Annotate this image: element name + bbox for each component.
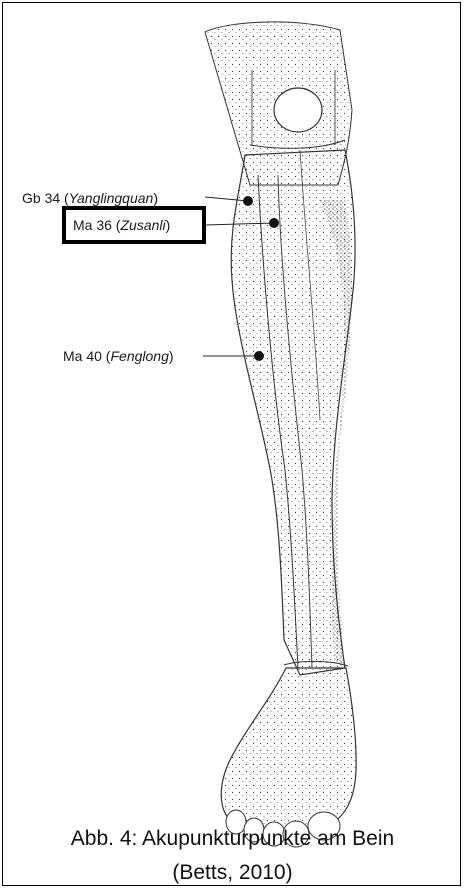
label-ma40: Ma 40 (Fenglong) — [63, 348, 174, 364]
label-ma36-name: Zusanli — [120, 217, 165, 233]
foot-outline — [221, 668, 356, 836]
point-marker-ma40 — [254, 351, 264, 361]
point-marker-ma36 — [269, 218, 279, 228]
label-gb34-code: Gb 34 — [22, 190, 60, 206]
label-gb34: Gb 34 (Yanglingquan) — [22, 190, 158, 206]
label-gb34-name: Yanglingquan — [69, 190, 154, 206]
label-ma40-name: Fenglong — [110, 348, 168, 364]
label-ma36-code: Ma 36 — [73, 217, 112, 233]
figure-source: (Betts, 2010) — [0, 861, 465, 885]
label-ma36: Ma 36 (Zusanli) — [73, 217, 170, 233]
kneecap — [274, 88, 322, 132]
figure-caption: Abb. 4: Akupunkturpunkte am Bein — [0, 827, 465, 851]
point-marker-gb34 — [243, 196, 253, 206]
label-ma40-code: Ma 40 — [63, 348, 102, 364]
